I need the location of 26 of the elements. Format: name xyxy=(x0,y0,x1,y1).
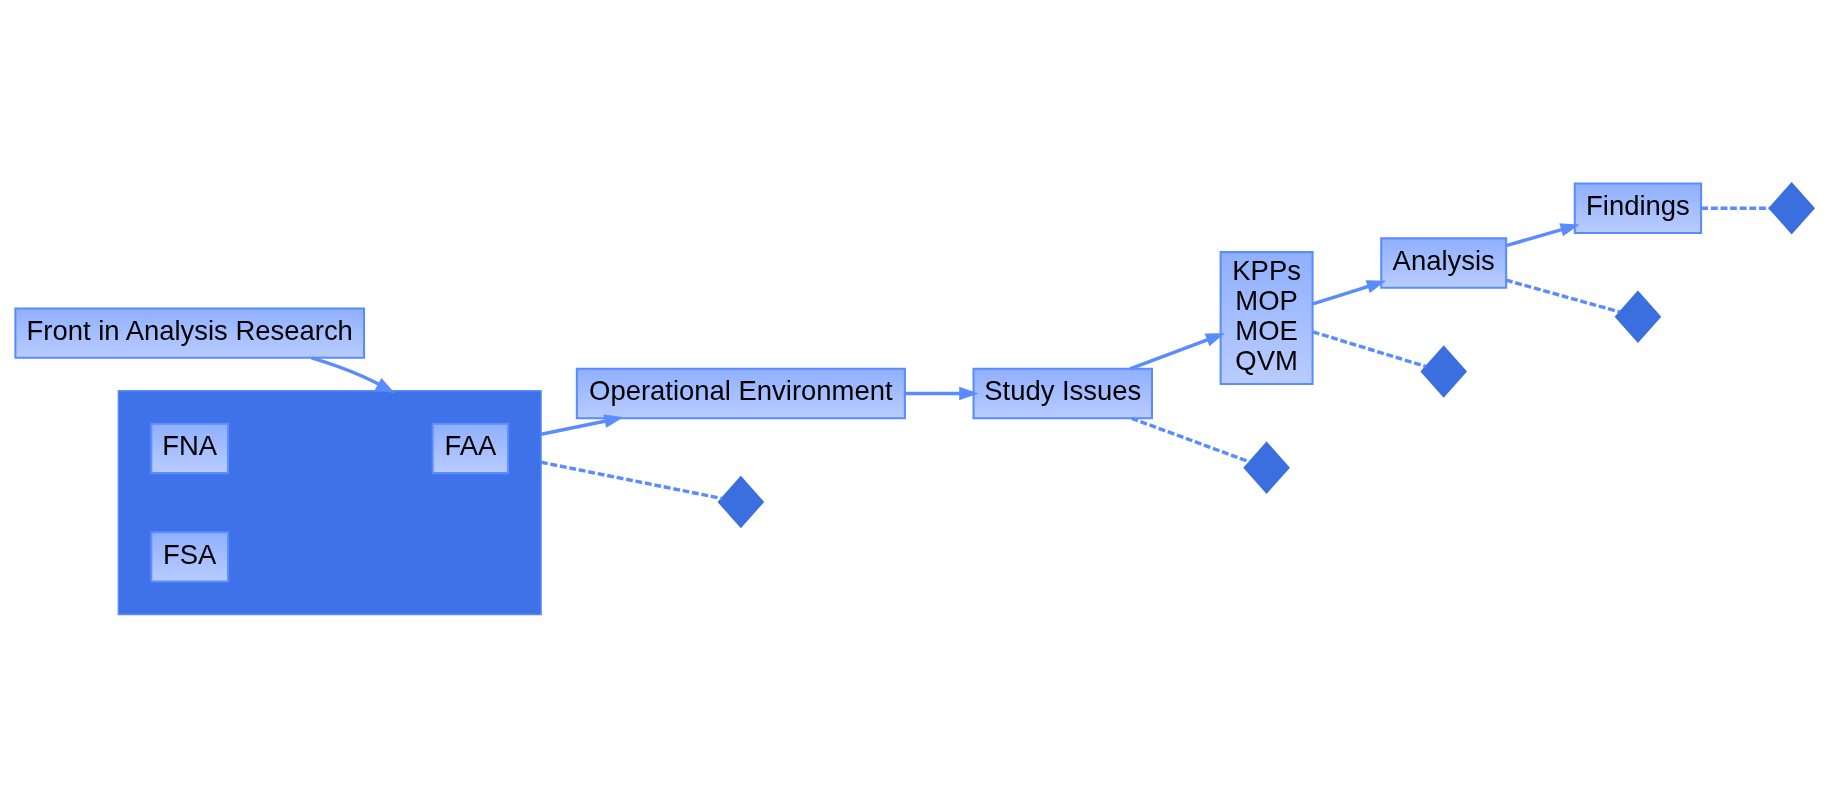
node-box: FSA xyxy=(150,530,230,583)
arrow xyxy=(1312,279,1387,305)
connector xyxy=(1505,278,1621,314)
node-box: Front in Analysis Research xyxy=(14,306,366,359)
node-box: Findings xyxy=(1573,181,1703,234)
arrow xyxy=(905,386,979,400)
connector xyxy=(1131,416,1251,463)
node-diamond xyxy=(717,475,765,528)
connector xyxy=(1312,329,1427,368)
node-box: Study Issues xyxy=(972,367,1153,419)
arrow xyxy=(1505,222,1580,247)
node-box: FAA xyxy=(431,422,510,474)
node-diamond xyxy=(1614,289,1662,343)
node-diamond xyxy=(1768,181,1815,234)
arrow xyxy=(311,355,395,393)
node-box: Operational Environment xyxy=(575,367,906,419)
node-diamond xyxy=(1243,440,1290,494)
node-box: Analysis xyxy=(1380,236,1508,289)
node-box: KPPs MOP MOE QVM xyxy=(1219,250,1314,385)
arrow xyxy=(540,414,624,436)
arrow xyxy=(1129,332,1226,370)
node-box: FNA xyxy=(150,422,230,474)
node-diamond xyxy=(1420,344,1468,398)
cluster xyxy=(117,389,542,615)
connector xyxy=(1701,206,1770,210)
connector xyxy=(540,460,723,500)
